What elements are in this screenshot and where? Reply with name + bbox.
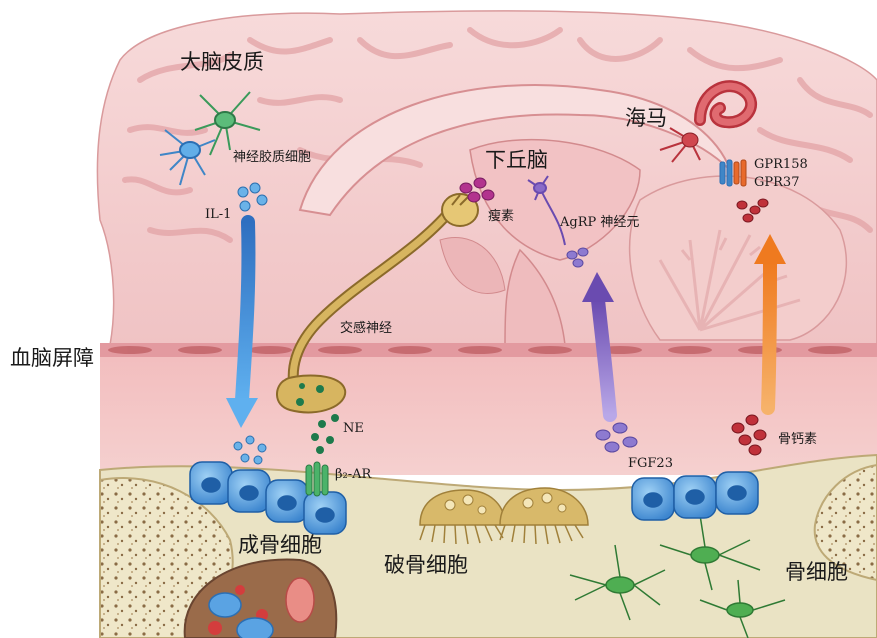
label-osteoblast: 成骨细胞 xyxy=(238,535,322,556)
label-hypothalamus: 下丘脑 xyxy=(485,150,548,171)
label-hippocampus: 海马 xyxy=(625,108,667,129)
il1-arrow xyxy=(242,222,248,400)
beta2-ar-receptor xyxy=(306,462,328,496)
label-cortex: 大脑皮质 xyxy=(180,52,264,73)
label-fgf23: FGF23 xyxy=(628,457,673,470)
endothelium-cells xyxy=(100,343,877,357)
label-osteocyte: 骨细胞 xyxy=(785,562,848,583)
osteocalcin-arrow xyxy=(768,262,770,408)
label-gpr158: GPR158 xyxy=(754,158,808,171)
label-il1: IL-1 xyxy=(205,208,231,221)
label-bbb: 血脑屏障 xyxy=(10,348,94,369)
label-ne: NE xyxy=(343,422,364,435)
label-osteoclast: 破骨细胞 xyxy=(384,555,468,576)
label-agrp: AgRP 神经元 xyxy=(560,216,639,229)
osteoblasts-right xyxy=(632,472,758,520)
label-glia: 神经胶质细胞 xyxy=(233,151,311,164)
label-leptin: 瘦素 xyxy=(488,210,514,223)
label-osteocalcin: 骨钙素 xyxy=(778,433,817,446)
label-sympathetic: 交感神经 xyxy=(340,322,392,335)
label-beta2ar: β₂-AR xyxy=(335,468,371,481)
label-gpr37: GPR37 xyxy=(754,176,799,189)
blood-layer xyxy=(100,343,877,475)
bone xyxy=(100,455,877,638)
